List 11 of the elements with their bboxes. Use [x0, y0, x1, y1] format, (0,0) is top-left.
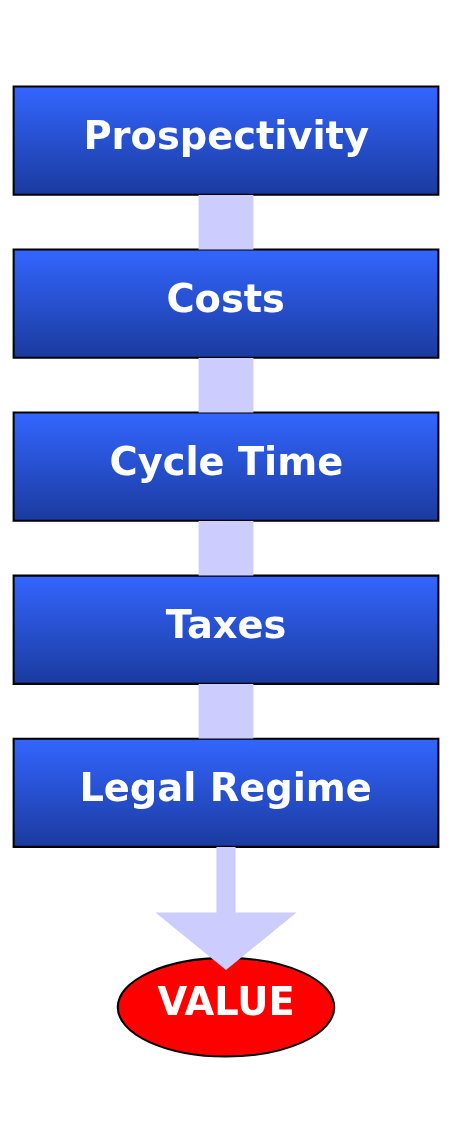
node-box: Legal Regime [12, 737, 440, 848]
connector [198, 357, 254, 413]
connector [198, 684, 254, 739]
node-box: Costs [12, 248, 440, 359]
node-box: Taxes [12, 574, 440, 685]
node-box: Cycle Time [12, 411, 440, 522]
node-ellipse: VALUE [116, 956, 336, 1058]
connector [198, 194, 254, 250]
node-box: Prospectivity [12, 85, 440, 196]
connector [198, 521, 254, 576]
arrow [155, 847, 297, 970]
